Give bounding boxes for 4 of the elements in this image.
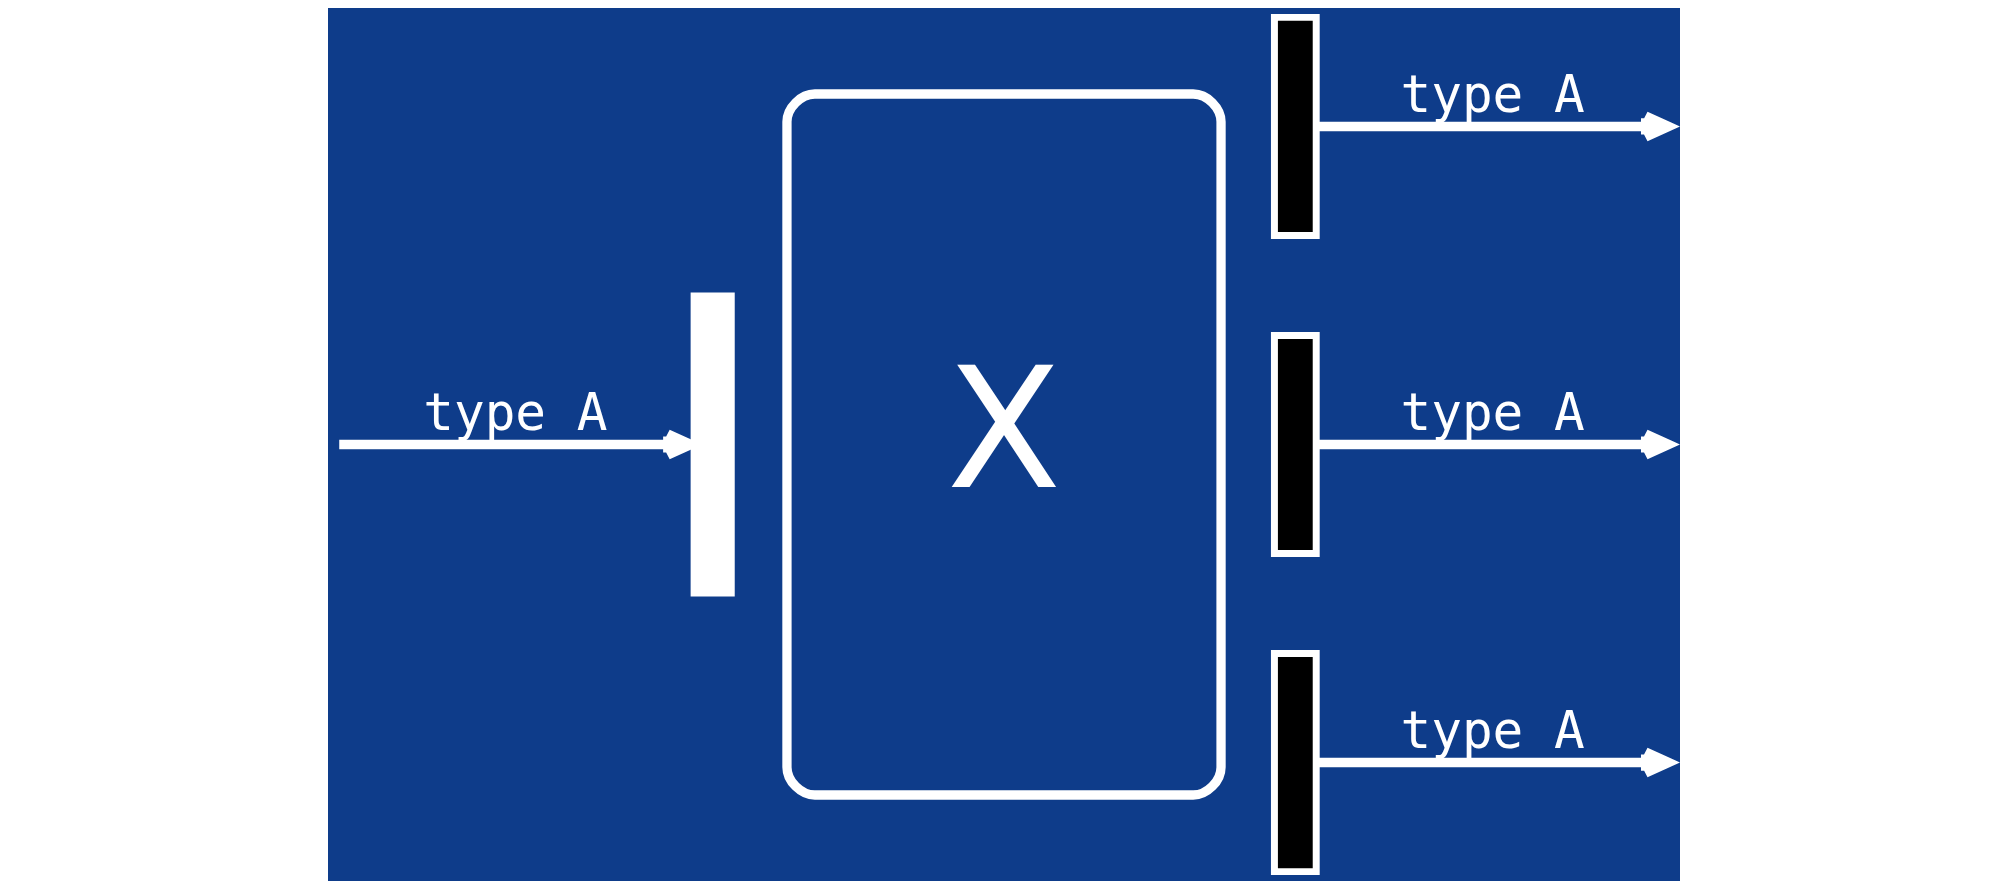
edge-label: type A [422, 382, 608, 442]
edge-label: type A [1399, 64, 1585, 124]
edge-label: type A [1399, 382, 1585, 442]
edge-label: type A [1399, 700, 1585, 760]
